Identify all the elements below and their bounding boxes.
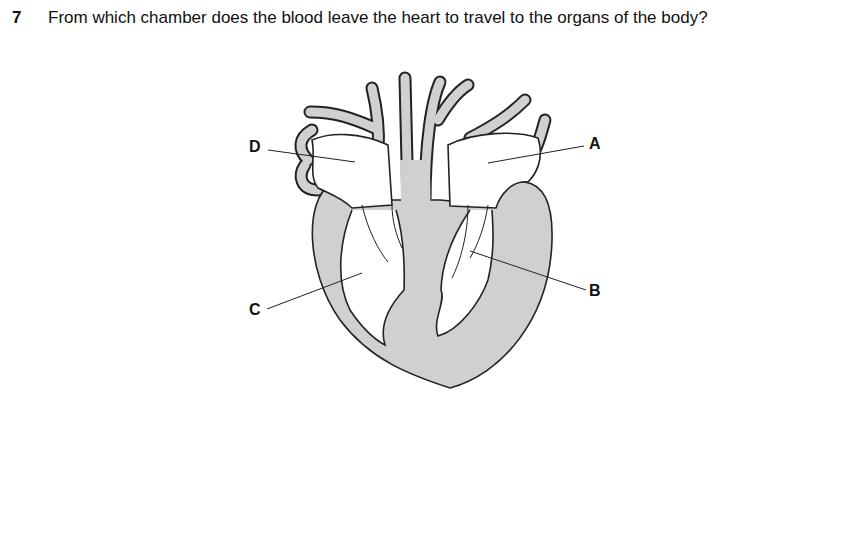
part-label: C	[249, 301, 261, 319]
part-label: A	[589, 135, 601, 153]
septum	[400, 160, 432, 360]
left-atrium	[448, 133, 540, 208]
question-text: From which chamber does the blood leave …	[48, 8, 708, 28]
leader-lines	[267, 146, 586, 309]
heart-wall	[312, 182, 552, 388]
question-number: 7	[12, 8, 21, 28]
right-atrium	[312, 135, 392, 208]
left-ventricle	[436, 210, 493, 336]
part-label: B	[589, 282, 601, 300]
valves	[362, 205, 488, 278]
part-label: D	[249, 138, 261, 156]
